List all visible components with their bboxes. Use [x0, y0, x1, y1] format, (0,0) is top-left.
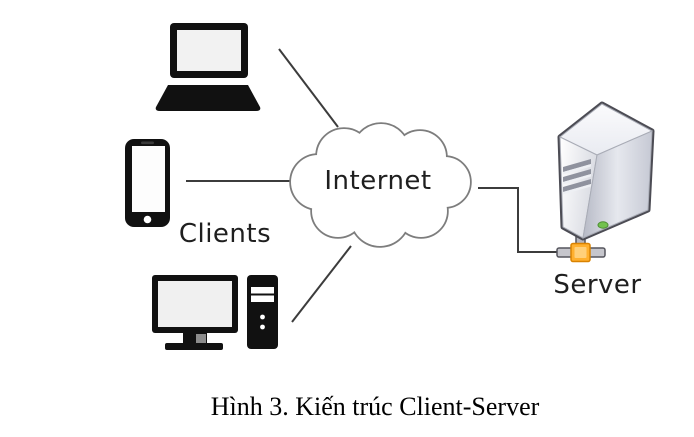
desktop-computer-icon	[152, 275, 278, 350]
server-led-icon	[597, 221, 609, 229]
cloud-server-line	[478, 187, 560, 253]
server-label: Server	[553, 270, 642, 300]
server-tower-icon	[556, 101, 655, 263]
smartphone-icon	[125, 139, 170, 227]
laptop-icon	[155, 23, 261, 111]
internet-label: Internet	[324, 166, 432, 196]
server-vents	[563, 159, 591, 195]
laptop-cloud-line	[278, 48, 339, 128]
clients-label: Clients	[178, 219, 272, 249]
desktop-cloud-line	[291, 245, 352, 323]
cloud-icon	[289, 122, 472, 248]
figure-caption: Hình 3. Kiến trúc Client-Server	[210, 392, 540, 421]
